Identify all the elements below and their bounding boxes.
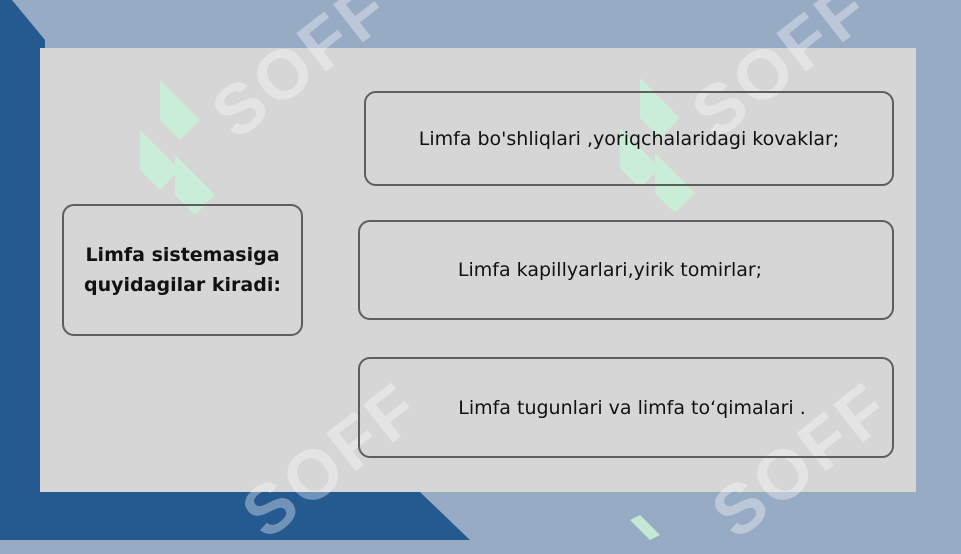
- topic-label: Limfa sistemasiga quyidagilar kiradi:: [84, 244, 281, 296]
- item-label: Limfa tugunlari va limfa to‘qimalari .: [458, 396, 806, 419]
- watermark-logo-icon: [630, 515, 660, 540]
- topic-box: Limfa sistemasiga quyidagilar kiradi:: [62, 204, 303, 336]
- item-box-1: Limfa bo'shliqlari ,yoriqchalaridagi kov…: [364, 91, 894, 186]
- item-box-2: Limfa kapillyarlari,yirik tomirlar;: [358, 220, 894, 320]
- background-strip: [0, 0, 961, 540]
- item-label: Limfa kapillyarlari,yirik tomirlar;: [457, 259, 763, 281]
- item-label: Limfa bo'shliqlari ,yoriqchalaridagi kov…: [418, 127, 840, 150]
- item-box-3: Limfa tugunlari va limfa to‘qimalari .: [358, 357, 894, 458]
